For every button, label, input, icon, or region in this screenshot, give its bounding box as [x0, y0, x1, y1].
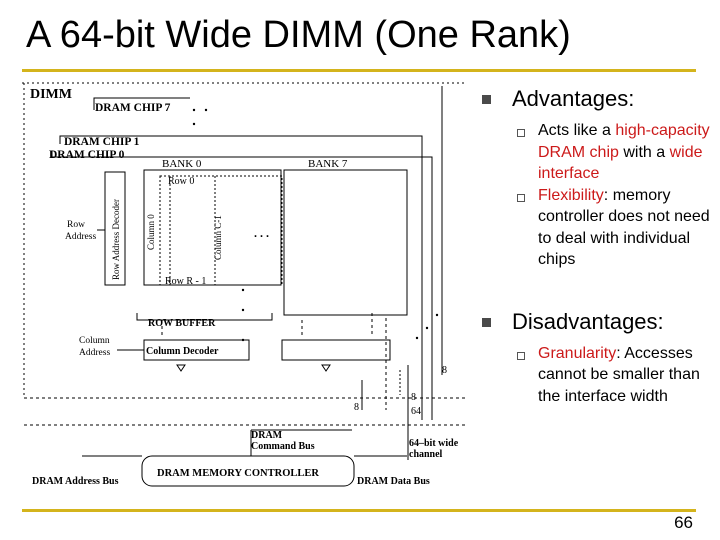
chip1-outline — [59, 135, 423, 420]
controller-label: DRAM MEMORY CONTROLLER — [157, 468, 319, 479]
bullet-list: Advantages: Acts like a high-capacity DR… — [480, 86, 712, 407]
row-buffer-label: ROW BUFFER — [148, 318, 216, 329]
chip1-label: DRAM CHIP 1 — [64, 136, 140, 148]
data-bus-label: DRAM Data Bus — [357, 476, 430, 487]
dimm-diagram: DIMM DRAM CHIP 7 DRAM CHIP 1 DRAM CHIP 0… — [22, 82, 467, 487]
row-decoder-box — [104, 171, 126, 286]
rowr-label: Row R - 1 — [165, 276, 206, 287]
columnc-label: Column C-1 — [213, 215, 223, 260]
bank0-bracket — [136, 313, 273, 321]
dimm-label: DIMM — [30, 87, 72, 102]
chip7-label: DRAM CHIP 7 — [95, 102, 171, 114]
driver-7 — [321, 364, 331, 372]
advantage-item-2: Flexibility: memory controller does not … — [480, 185, 712, 271]
footer-rule — [22, 509, 696, 512]
square-bullet-icon — [482, 95, 491, 104]
disadvantages-heading: Disadvantages: — [480, 309, 712, 335]
chip0-label: DRAM CHIP 0 — [49, 149, 125, 161]
driver-0 — [176, 364, 186, 372]
advantages-heading: Advantages: — [480, 86, 712, 112]
column0-label: Column 0 — [146, 214, 156, 250]
column-address-label: Address — [79, 348, 110, 358]
square-bullet-icon — [482, 317, 491, 327]
controller-box — [141, 455, 355, 487]
advantage-item-1: Acts like a high-capacity DRAM chip with… — [480, 120, 712, 185]
width-8a: 8 — [442, 365, 447, 376]
command-bus-line1: DRAM — [251, 430, 283, 441]
ellipsis-label: . . . — [254, 226, 269, 240]
chip7-outline — [93, 97, 190, 110]
bank7-label: BANK 7 — [308, 158, 348, 170]
bank0-label: BANK 0 — [162, 158, 202, 170]
row0-label: Row 0 — [168, 176, 194, 187]
command-bus-line2: Command Bus — [251, 441, 315, 452]
row-address-label: Address — [65, 232, 96, 242]
address-bus-label: DRAM Address Bus — [32, 476, 119, 487]
row-decoder-label: Row Address Decoder — [111, 199, 121, 280]
row-label: Row — [67, 220, 85, 230]
disadvantage-item-1: Granularity: Accesses cannot be smaller … — [480, 343, 712, 408]
bank0-cell-array — [159, 175, 283, 286]
width-64: 64 — [411, 406, 421, 417]
bank7-column-decoder-box — [281, 339, 391, 361]
page-number: 66 — [674, 513, 693, 532]
slide-title: A 64-bit Wide DIMM (One Rank) — [26, 14, 571, 56]
hollow-square-bullet-icon — [517, 193, 525, 202]
width-8b: 8 — [354, 402, 359, 413]
bank7-box — [283, 169, 408, 316]
column-decoder-label: Column Decoder — [146, 346, 219, 357]
channel-line1: 64–bit wide — [409, 438, 459, 449]
hollow-square-bullet-icon — [517, 129, 525, 137]
width-8c: 8 — [411, 392, 416, 403]
hollow-square-bullet-icon — [517, 351, 525, 360]
channel-line2: channel — [409, 449, 443, 460]
title-underline — [22, 69, 696, 72]
column-label: Column — [79, 336, 110, 346]
chip0-outline — [51, 151, 433, 383]
